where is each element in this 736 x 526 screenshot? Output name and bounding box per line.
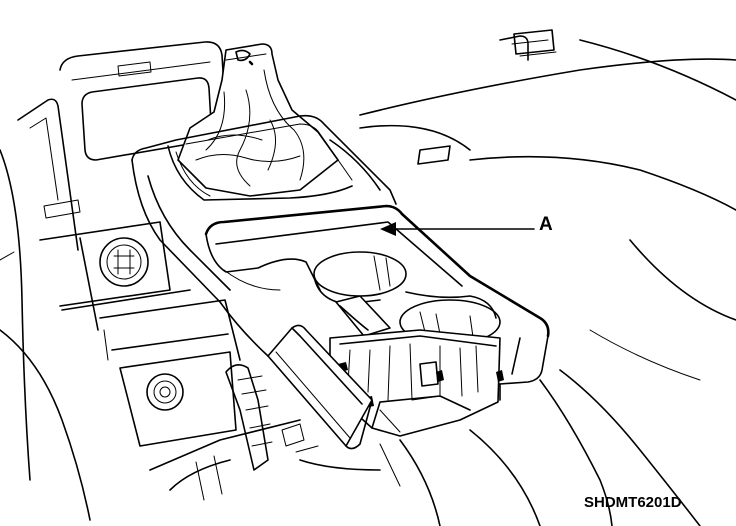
dashboard-outline <box>0 29 736 526</box>
callout-label-a: A <box>539 214 553 235</box>
shift-boot <box>177 43 339 197</box>
figure-code: SHDMT6201D <box>584 494 682 511</box>
callout-leader-a <box>380 222 535 236</box>
center-console <box>131 114 550 450</box>
